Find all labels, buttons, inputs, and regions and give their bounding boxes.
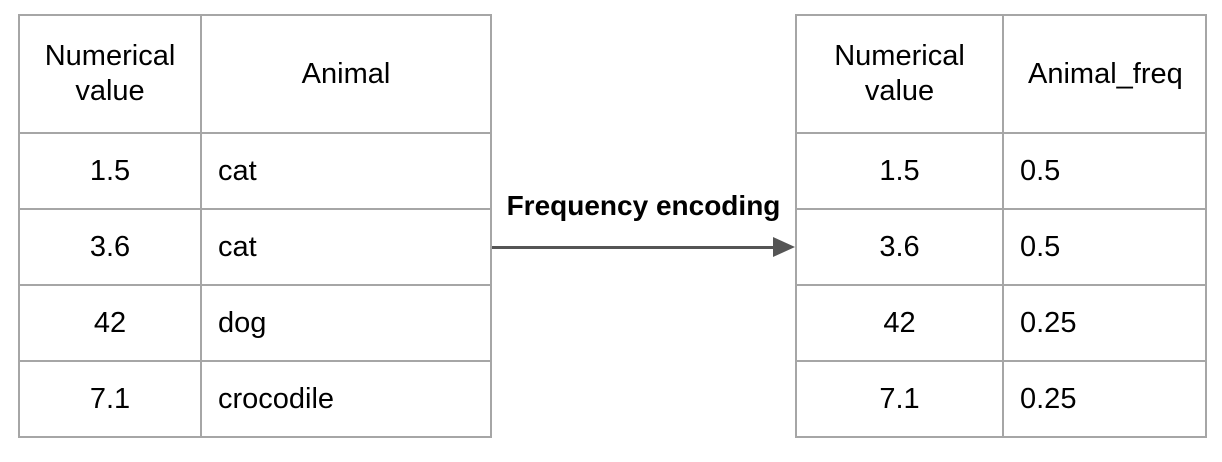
arrow-line [492, 246, 777, 249]
table-cell: 7.1 [20, 360, 200, 436]
table-cell: 3.6 [20, 208, 200, 284]
table-cell: 1.5 [20, 132, 200, 208]
table-cell: 0.25 [1002, 284, 1207, 360]
output-table: Numerical value Animal_freq 1.5 0.5 3.6 … [795, 14, 1207, 438]
input-table: Numerical value Animal 1.5 cat 3.6 cat 4… [18, 14, 492, 438]
table-cell: 0.5 [1002, 208, 1207, 284]
table-cell: 0.5 [1002, 132, 1207, 208]
input-table-header-animal: Animal [200, 16, 490, 132]
table-cell: cat [200, 208, 490, 284]
table-cell: cat [200, 132, 490, 208]
table-cell: 3.6 [797, 208, 1002, 284]
table-cell: 1.5 [797, 132, 1002, 208]
arrow-label: Frequency encoding [506, 190, 781, 221]
output-table-header-animal-freq: Animal_freq [1002, 16, 1207, 132]
table-cell: crocodile [200, 360, 490, 436]
table-cell: 42 [797, 284, 1002, 360]
table-cell: 0.25 [1002, 360, 1207, 436]
output-table-header-numerical-value: Numerical value [834, 40, 965, 107]
table-cell: 42 [20, 284, 200, 360]
table-cell: dog [200, 284, 490, 360]
input-table-header-numerical-value: Numerical value [44, 40, 176, 107]
arrow-head-icon [773, 237, 795, 257]
table-cell: 7.1 [797, 360, 1002, 436]
